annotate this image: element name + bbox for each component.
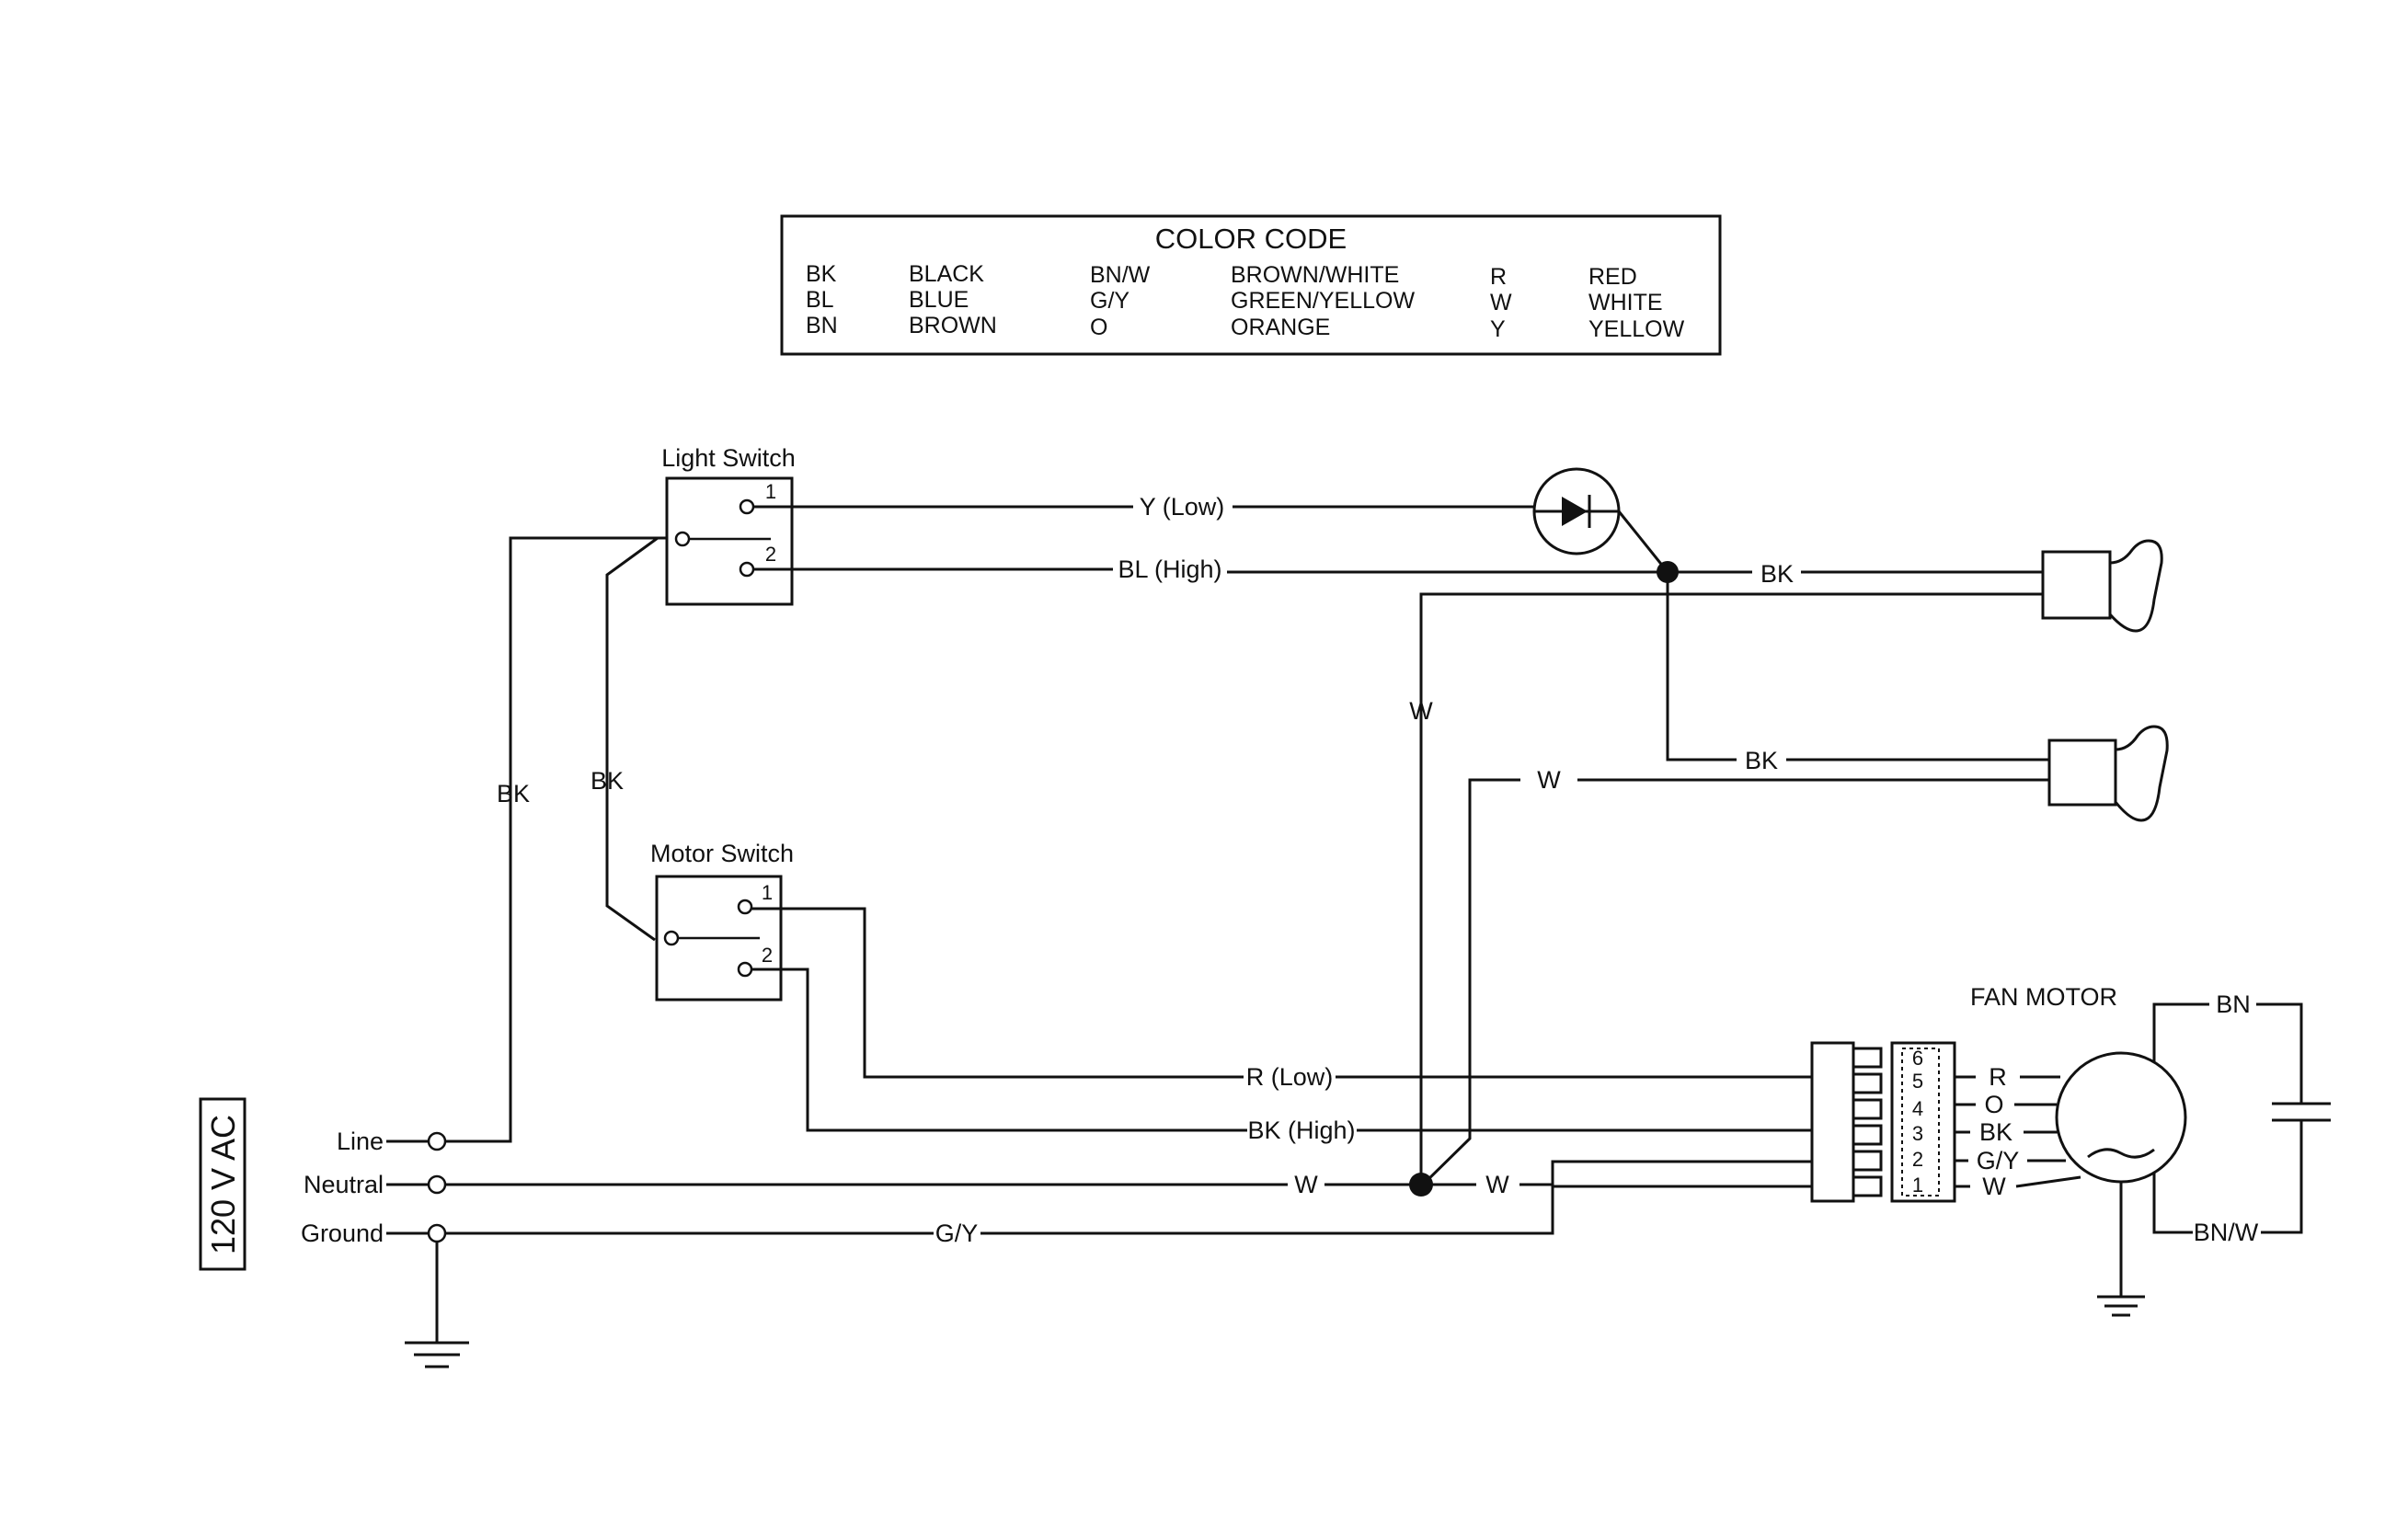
fan-motor: FAN MOTOR BN BN/W: [1970, 983, 2331, 1317]
motor-switch-title: Motor Switch: [650, 840, 794, 867]
wire-label-w-lamp2: W: [1537, 766, 1561, 794]
motor-switch-common: [663, 930, 680, 946]
motor-switch-pos2-label: 2: [762, 944, 773, 967]
legend-color: WHITE: [1588, 290, 1663, 315]
legend-color: BROWN: [909, 313, 997, 338]
wire-label-bk-line: BK: [497, 780, 530, 807]
legend-code: BL: [806, 287, 834, 313]
legend-code: G/Y: [1090, 288, 1129, 314]
voltage-box: [199, 1097, 247, 1271]
light-switch-pos2-label: 2: [765, 543, 776, 566]
light-switch-pos1: [739, 498, 755, 515]
legend-border: [780, 214, 1722, 356]
connector-block: 6 5 4 3 2 1: [1810, 1041, 1956, 1203]
wire-label-bn-cap: BN: [2216, 991, 2251, 1018]
voltage-label: 120 V AC: [204, 1115, 242, 1254]
motor-switch: Motor Switch 1 2: [650, 840, 794, 1002]
line-label: Line: [337, 1128, 384, 1155]
lamp-2: [2047, 725, 2169, 822]
ground-terminal: [427, 1223, 447, 1243]
legend-color: BLACK: [909, 261, 984, 287]
lamp-1: [2041, 539, 2163, 633]
motor-switch-pos1: [737, 899, 753, 915]
motor-wire-label: G/Y: [1977, 1147, 2020, 1174]
wire-label-bnw-cap: BN/W: [2194, 1219, 2259, 1246]
wire-label-gy-ground: G/Y: [935, 1220, 979, 1247]
legend-code: W: [1490, 290, 1512, 315]
ground-label: Ground: [301, 1220, 384, 1247]
legend-color: GREEN/YELLOW: [1231, 288, 1415, 314]
legend-color: BLUE: [909, 287, 969, 313]
power-supply: 120 V AC Line Neutral Ground: [199, 1097, 469, 1368]
fan-motor-winding: [2087, 1148, 2155, 1159]
pin-label: 1: [1912, 1174, 1923, 1197]
line-terminal: [427, 1131, 447, 1151]
legend-code: Y: [1490, 316, 1506, 342]
pin-label: 3: [1912, 1122, 1923, 1145]
neutral-terminal: [427, 1174, 447, 1195]
motor-switch-pos1-label: 1: [762, 881, 773, 904]
legend-color: RED: [1588, 264, 1637, 290]
lamp-1-socket: [2041, 550, 2112, 620]
fan-motor-body: [2055, 1051, 2187, 1184]
lamp-2-socket: [2047, 739, 2117, 807]
legend-code: BN/W: [1090, 262, 1151, 288]
motor-wire-label: O: [1984, 1091, 2003, 1118]
legend-title: COLOR CODE: [1155, 223, 1347, 255]
legend-code: R: [1490, 264, 1507, 290]
wire-label-w-neutral: W: [1294, 1171, 1318, 1198]
legend-code: O: [1090, 315, 1107, 340]
legend-code: BN: [806, 313, 838, 338]
wire-label-y-low: Y (Low): [1140, 493, 1225, 521]
color-code-legend: COLOR CODE BK BLACK BL BLUE BN BROWN BN/…: [780, 214, 1722, 356]
lamp-2-bulb: [2114, 725, 2169, 822]
pin-label: 4: [1912, 1097, 1923, 1120]
legend-color: BROWN/WHITE: [1231, 262, 1399, 288]
neutral-label: Neutral: [304, 1171, 384, 1198]
legend-color: YELLOW: [1588, 316, 1685, 342]
wire-label-bk-lamp1: BK: [1760, 560, 1794, 588]
lamp-1-bulb: [2108, 539, 2163, 633]
pin-label: 6: [1912, 1047, 1923, 1070]
motor-wire-label: BK: [1979, 1118, 2012, 1146]
wire-label-bl-high: BL (High): [1118, 555, 1221, 583]
light-switch: Light Switch 1 2: [661, 444, 796, 606]
light-switch-pos1-label: 1: [765, 480, 776, 503]
wire-label-bk-switch: BK: [591, 767, 624, 795]
light-switch-title: Light Switch: [661, 444, 796, 472]
wire-label-bk-high: BK (High): [1247, 1116, 1355, 1144]
legend-code: BK: [806, 261, 837, 287]
ground-symbol: [405, 1242, 469, 1368]
diode: [1532, 467, 1621, 555]
wire-label-r-low: R (Low): [1246, 1063, 1334, 1091]
diode-arrow: [1562, 497, 1588, 526]
pin-label: 5: [1912, 1070, 1923, 1093]
light-switch-pos2: [739, 561, 755, 578]
motor-wire-label: W: [1982, 1173, 2006, 1200]
legend-color: ORANGE: [1231, 315, 1330, 340]
motor-ground-symbol: [2097, 1182, 2145, 1317]
wire-label-bk-lamp2: BK: [1745, 747, 1778, 774]
connector-housing: [1810, 1041, 1855, 1203]
light-switch-common: [674, 531, 691, 547]
capacitor-symbol: [2272, 1102, 2331, 1122]
wire-label-w-vertical: W: [1409, 697, 1433, 725]
wire-label-w-neutral2: W: [1485, 1171, 1509, 1198]
motor-switch-pos2: [737, 961, 753, 978]
motor-wire-label: R: [1989, 1063, 2007, 1091]
pin-label: 2: [1912, 1148, 1923, 1171]
fan-motor-title: FAN MOTOR: [1970, 983, 2117, 1011]
